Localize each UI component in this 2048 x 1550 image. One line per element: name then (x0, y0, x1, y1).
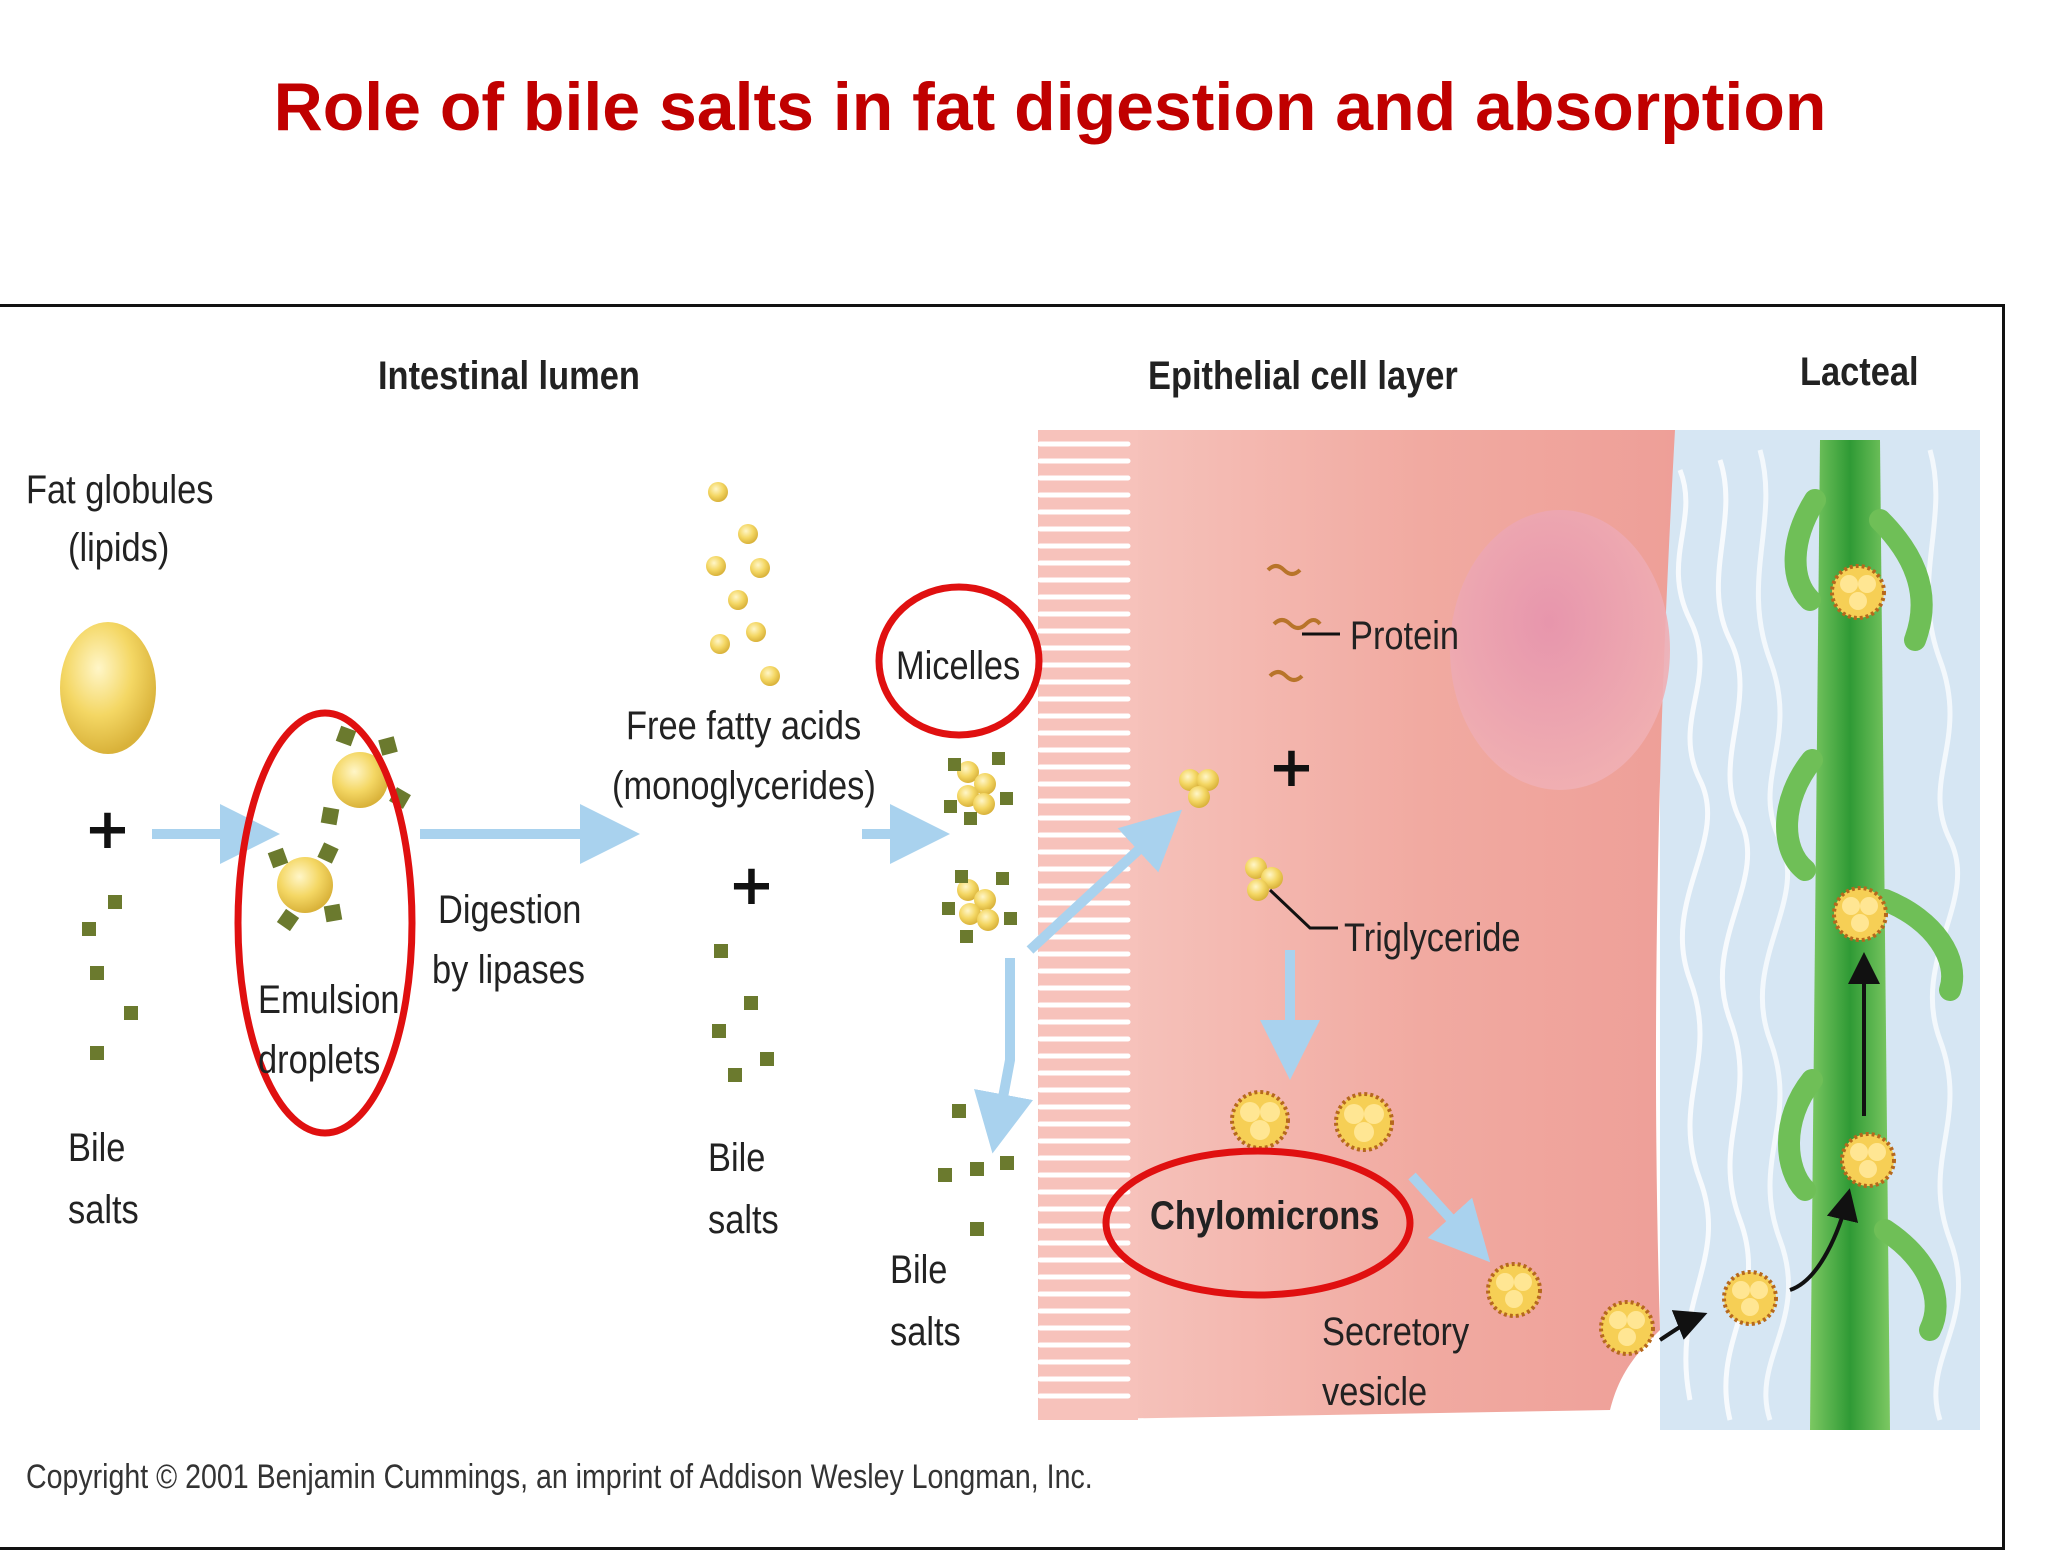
bile-salts-left (82, 895, 138, 1060)
plus-sign-cell: + (1268, 735, 1315, 800)
bile-salts-recycled (938, 1104, 1014, 1236)
page-title: Role of bile salts in fat digestion and … (273, 69, 1827, 145)
label-bile-left-1: Bile (68, 1126, 126, 1170)
label-bile-left-2: salts (68, 1188, 139, 1232)
header-intestinal-lumen: Intestinal lumen (378, 354, 640, 398)
label-fat-globules: Fat globules (26, 468, 214, 512)
header-lacteal: Lacteal (1800, 350, 1919, 394)
highlight-micelles (875, 583, 1043, 739)
label-triglyceride: Triglyceride (1344, 916, 1521, 960)
highlight-emulsion (234, 709, 416, 1137)
label-monoglycerides: (monoglycerides) (612, 764, 876, 808)
emulsion-droplets (267, 725, 411, 932)
header-epithelial-cell-layer: Epithelial cell layer (1148, 354, 1458, 398)
nucleus (1450, 510, 1670, 790)
label-secretory: Secretory (1322, 1310, 1470, 1354)
epithelial-cell (1037, 430, 1675, 1420)
fat-globule (60, 622, 156, 754)
label-bile-middle-1: Bile (708, 1136, 766, 1180)
label-micelles: Micelles (896, 644, 1021, 688)
highlight-chylomicrons (1102, 1147, 1414, 1299)
free-fatty-acids (706, 482, 780, 686)
bile-salts-middle (712, 944, 774, 1082)
label-vesicle: vesicle (1322, 1370, 1428, 1414)
transport-arrows (1658, 952, 1880, 1342)
label-lipids: (lipids) (68, 526, 170, 570)
chylomicrons (1230, 564, 1896, 1356)
label-chylomicrons: Chylomicrons (1150, 1194, 1380, 1238)
label-protein: Protein (1350, 614, 1460, 658)
process-arrows (152, 804, 1491, 1263)
label-by-lipases: by lipases (432, 948, 585, 992)
plus-sign-left: + (84, 797, 131, 862)
plus-sign-middle: + (728, 853, 775, 918)
label-free-fatty-acids: Free fatty acids (626, 704, 862, 748)
label-emulsion: Emulsion (258, 978, 400, 1022)
label-bile-middle-2: salts (708, 1198, 779, 1242)
highlight-rings (234, 583, 1414, 1299)
triglyceride (1179, 769, 1338, 930)
label-bile-lower-2: salts (890, 1310, 961, 1354)
protein-strands (1266, 564, 1340, 682)
label-digestion: Digestion (438, 888, 582, 932)
label-bile-lower-1: Bile (890, 1248, 948, 1292)
micelles (942, 752, 1017, 943)
copyright-notice: Copyright © 2001 Benjamin Cummings, an i… (26, 1458, 1093, 1496)
label-droplets: droplets (258, 1038, 381, 1082)
